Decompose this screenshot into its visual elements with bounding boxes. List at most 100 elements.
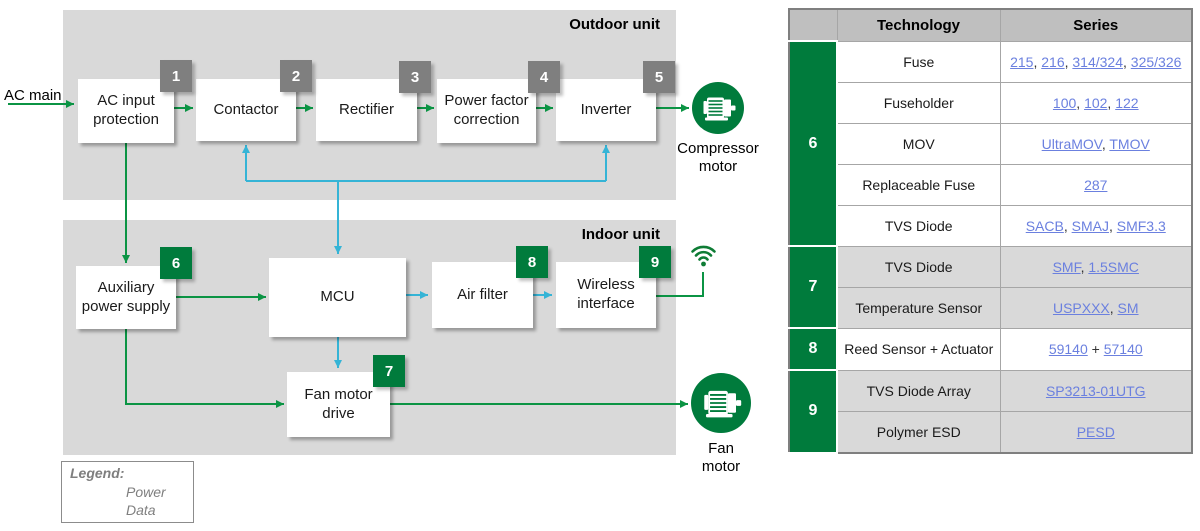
block-mcu: MCU	[269, 258, 406, 337]
fan-motor-icon	[691, 373, 751, 433]
series-link[interactable]: 287	[1084, 176, 1108, 193]
tech-cell: Reed Sensor + Actuator	[836, 327, 1001, 371]
tech-cell: TVS Diode Array	[836, 369, 1001, 412]
table-row: Polymer ESD PESD	[789, 410, 1193, 453]
legend-title: Legend:	[70, 465, 125, 481]
series-link[interactable]: SMF3.3	[1116, 217, 1166, 234]
series-separator: ,	[1080, 258, 1089, 275]
series-link[interactable]: TMOV	[1109, 135, 1150, 152]
series-cell: USPXXX, SM	[999, 286, 1193, 329]
block-label: MCU	[320, 288, 355, 306]
block-inverter: Inverter	[556, 79, 656, 141]
table-header-series: Series	[999, 8, 1193, 42]
series-link[interactable]: UltraMOV	[1041, 135, 1102, 152]
table-header-technology: Technology	[836, 8, 1001, 42]
series-link[interactable]: PESD	[1076, 423, 1115, 440]
group-6-number: 6	[788, 40, 838, 247]
block-label: Wireless interface	[577, 276, 635, 312]
series-cell: 59140 + 57140	[999, 327, 1193, 371]
block-fan-motor-drive: Fan motor drive	[287, 372, 390, 437]
series-cell: SMF, 1.5SMC	[999, 245, 1193, 288]
outdoor-unit-title: Outdoor unit	[569, 16, 660, 33]
table-row: 6 Fuse 215, 216, 314/324, 325/326	[788, 40, 1193, 247]
group-7-number: 7	[788, 245, 838, 329]
table-row: 7 TVS Diode SMF, 1.5SMC	[788, 245, 1193, 329]
series-separator: ,	[1101, 135, 1110, 152]
series-separator: ,	[1108, 217, 1117, 234]
tech-cell: TVS Diode	[836, 204, 1001, 247]
series-cell: 287	[999, 163, 1193, 206]
block-label: AC input protection	[93, 92, 159, 128]
series-link[interactable]: 57140	[1103, 341, 1143, 357]
block-label: Air filter	[457, 285, 508, 303]
legend: Legend: Power Data	[61, 461, 194, 523]
tech-cell: Temperature Sensor	[836, 286, 1001, 329]
block-label: Auxiliary power supply	[81, 278, 171, 315]
series-separator: ,	[1123, 53, 1131, 70]
badge-1: 1	[160, 60, 192, 92]
badge-7: 7	[373, 355, 405, 387]
compressor-motor-icon	[692, 82, 744, 134]
series-separator: ,	[1063, 217, 1072, 234]
table-row: 8 Reed Sensor + Actuator 59140 + 57140	[788, 327, 1193, 371]
badge-3: 3	[399, 61, 431, 93]
series-link[interactable]: 325/326	[1130, 53, 1182, 70]
series-cell: PESD	[999, 410, 1193, 453]
legend-power-label: Power	[126, 484, 166, 500]
ac-main-label: AC main	[4, 87, 62, 104]
series-cell: 100, 102, 122	[999, 81, 1193, 124]
series-link[interactable]: 59140	[1048, 341, 1088, 357]
series-link[interactable]: 216	[1041, 53, 1065, 70]
tech-cell: Polymer ESD	[836, 410, 1001, 453]
badge-9: 9	[639, 246, 671, 278]
series-link[interactable]: 314/324	[1072, 53, 1123, 70]
block-label: Fan motor drive	[304, 385, 373, 422]
technology-series-table: Technology Series 6 Fuse 215, 216, 314/3…	[788, 8, 1193, 454]
series-separator: ,	[1076, 94, 1085, 111]
table-header-row: Technology Series	[788, 8, 1193, 42]
block-label: Contactor	[213, 100, 279, 118]
block-rectifier: Rectifier	[316, 79, 417, 141]
indoor-unit-title: Indoor unit	[581, 226, 660, 243]
series-link[interactable]: SACB	[1025, 217, 1064, 234]
block-label: Inverter	[580, 100, 632, 118]
series-cell: SACB, SMAJ, SMF3.3	[999, 204, 1193, 247]
series-link[interactable]: 100	[1052, 94, 1077, 111]
tech-cell: Fuse	[836, 40, 1001, 83]
table-row: TVS Diode SACB, SMAJ, SMF3.3	[789, 204, 1193, 247]
tech-cell: MOV	[836, 122, 1001, 165]
series-link[interactable]: 215	[1010, 53, 1034, 70]
series-link[interactable]: SMF	[1052, 258, 1081, 275]
block-contactor: Contactor	[196, 79, 296, 141]
compressor-motor-label: Compressor motor	[677, 140, 759, 175]
table-row: Replaceable Fuse 287	[789, 163, 1193, 206]
wifi-icon	[691, 245, 716, 267]
series-link[interactable]: SP3213-01UTG	[1045, 382, 1146, 399]
table-row: 9 TVS Diode Array SP3213-01UTG	[788, 369, 1193, 454]
series-cell: 215, 216, 314/324, 325/326	[999, 40, 1193, 83]
block-auxiliary-power-supply: Auxiliary power supply	[76, 266, 176, 329]
badge-4: 4	[528, 61, 560, 93]
table-row: MOV UltraMOV, TMOV	[789, 122, 1193, 165]
series-link[interactable]: SM	[1117, 299, 1139, 316]
block-label: Rectifier	[338, 100, 394, 118]
series-link[interactable]: 102	[1084, 94, 1108, 111]
tech-cell: TVS Diode	[836, 245, 1001, 288]
series-cell: UltraMOV, TMOV	[999, 122, 1193, 165]
series-link[interactable]: USPXXX	[1052, 299, 1110, 316]
series-separator: ,	[1064, 53, 1073, 70]
series-separator: ,	[1107, 94, 1116, 111]
series-link[interactable]: SMAJ	[1071, 217, 1109, 234]
block-power-factor-correction: Power factor correction	[437, 79, 536, 143]
series-link[interactable]: 122	[1115, 94, 1139, 111]
badge-5: 5	[643, 61, 675, 93]
fan-motor-label: Fan motor	[701, 440, 741, 475]
series-separator: ,	[1033, 53, 1042, 70]
block-ac-input-protection: AC input protection	[78, 79, 174, 143]
group-8-number: 8	[788, 327, 838, 371]
table-row: Fuseholder 100, 102, 122	[789, 81, 1193, 124]
tech-cell: Fuseholder	[836, 81, 1001, 124]
badge-8: 8	[516, 246, 548, 278]
series-link[interactable]: 1.5SMC	[1088, 258, 1139, 275]
